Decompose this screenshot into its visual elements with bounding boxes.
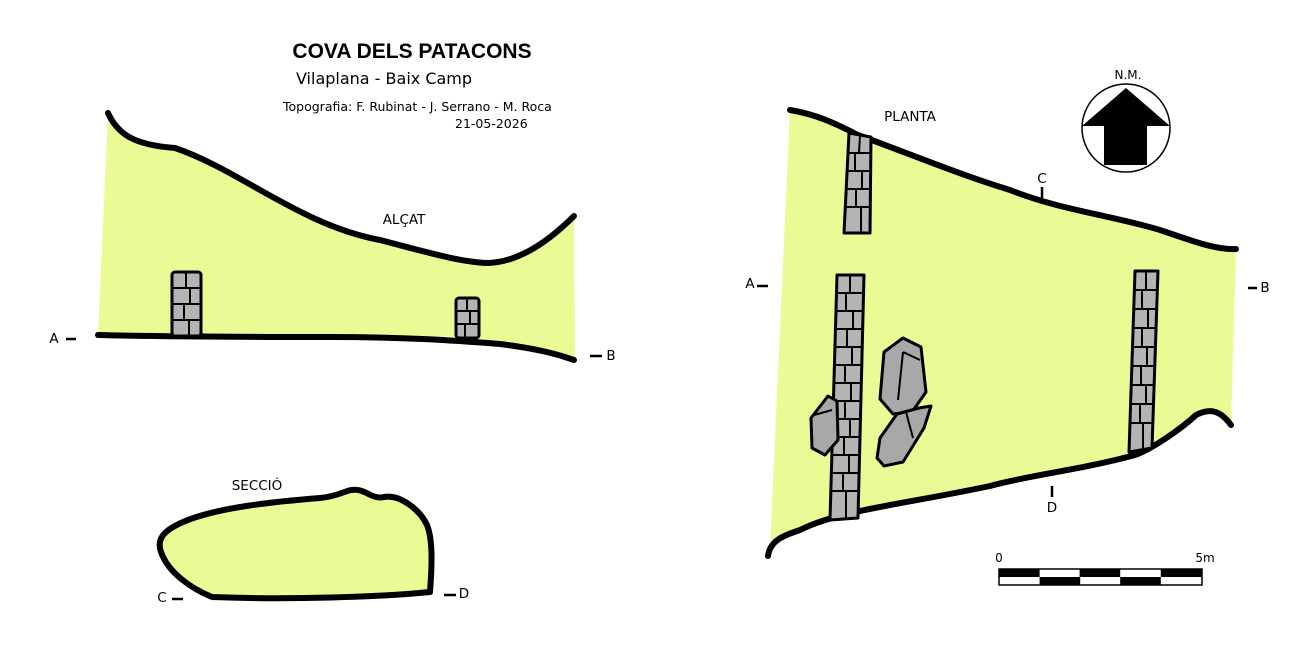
section-cave-fill bbox=[159, 489, 432, 599]
plan-north-wall-line bbox=[787, 107, 1239, 253]
survey-credits: Topografia: F. Rubinat - J. Serrano - M.… bbox=[282, 99, 552, 114]
section-outline bbox=[156, 486, 435, 602]
plan-marker-a-label: A bbox=[745, 276, 755, 292]
section-label: SECCIÓ bbox=[232, 476, 283, 494]
survey-title: COVA DELS PATACONS bbox=[292, 40, 531, 63]
plan-marker-d-label: D bbox=[1047, 500, 1057, 516]
plan-wall-upper bbox=[842, 131, 873, 235]
elevation-wall-right bbox=[454, 296, 481, 340]
elevation-view: ALÇAT A B bbox=[49, 110, 616, 364]
plan-label: PLANTA bbox=[884, 109, 937, 125]
plan-south-wall-line bbox=[765, 408, 1234, 559]
section-marker-d-label: D bbox=[459, 586, 469, 602]
plan-wall-right bbox=[1127, 269, 1160, 454]
elevation-marker-a-label: A bbox=[49, 331, 59, 347]
block-large bbox=[878, 336, 928, 416]
elevation-marker-b-label: B bbox=[606, 348, 615, 364]
section-view: SECCIÓ C D bbox=[156, 476, 469, 606]
north-arrow: N.M. bbox=[1081, 68, 1171, 173]
plan-marker-c-label: C bbox=[1037, 171, 1046, 187]
scale-start-label: 0 bbox=[995, 551, 1003, 565]
scale-end-label: 5m bbox=[1195, 551, 1214, 565]
block-middle bbox=[875, 404, 933, 468]
elevation-ceiling-line bbox=[105, 110, 577, 266]
scale-bar: 0 5m bbox=[995, 551, 1215, 586]
survey-date: 21-05-2026 bbox=[455, 116, 528, 131]
north-arrow-icon bbox=[1082, 88, 1170, 165]
survey-location: Vilaplana - Baix Camp bbox=[296, 69, 472, 88]
plan-marker-b-label: B bbox=[1260, 280, 1269, 296]
north-arrow-label: N.M. bbox=[1115, 68, 1142, 82]
elevation-label: ALÇAT bbox=[383, 212, 426, 228]
plan-view: PLANTA A B C D bbox=[745, 107, 1270, 559]
plan-wall-left bbox=[828, 273, 866, 522]
section-marker-c-label: C bbox=[157, 590, 166, 606]
plan-fallen-blocks bbox=[809, 336, 933, 468]
elevation-wall-left bbox=[170, 270, 203, 338]
